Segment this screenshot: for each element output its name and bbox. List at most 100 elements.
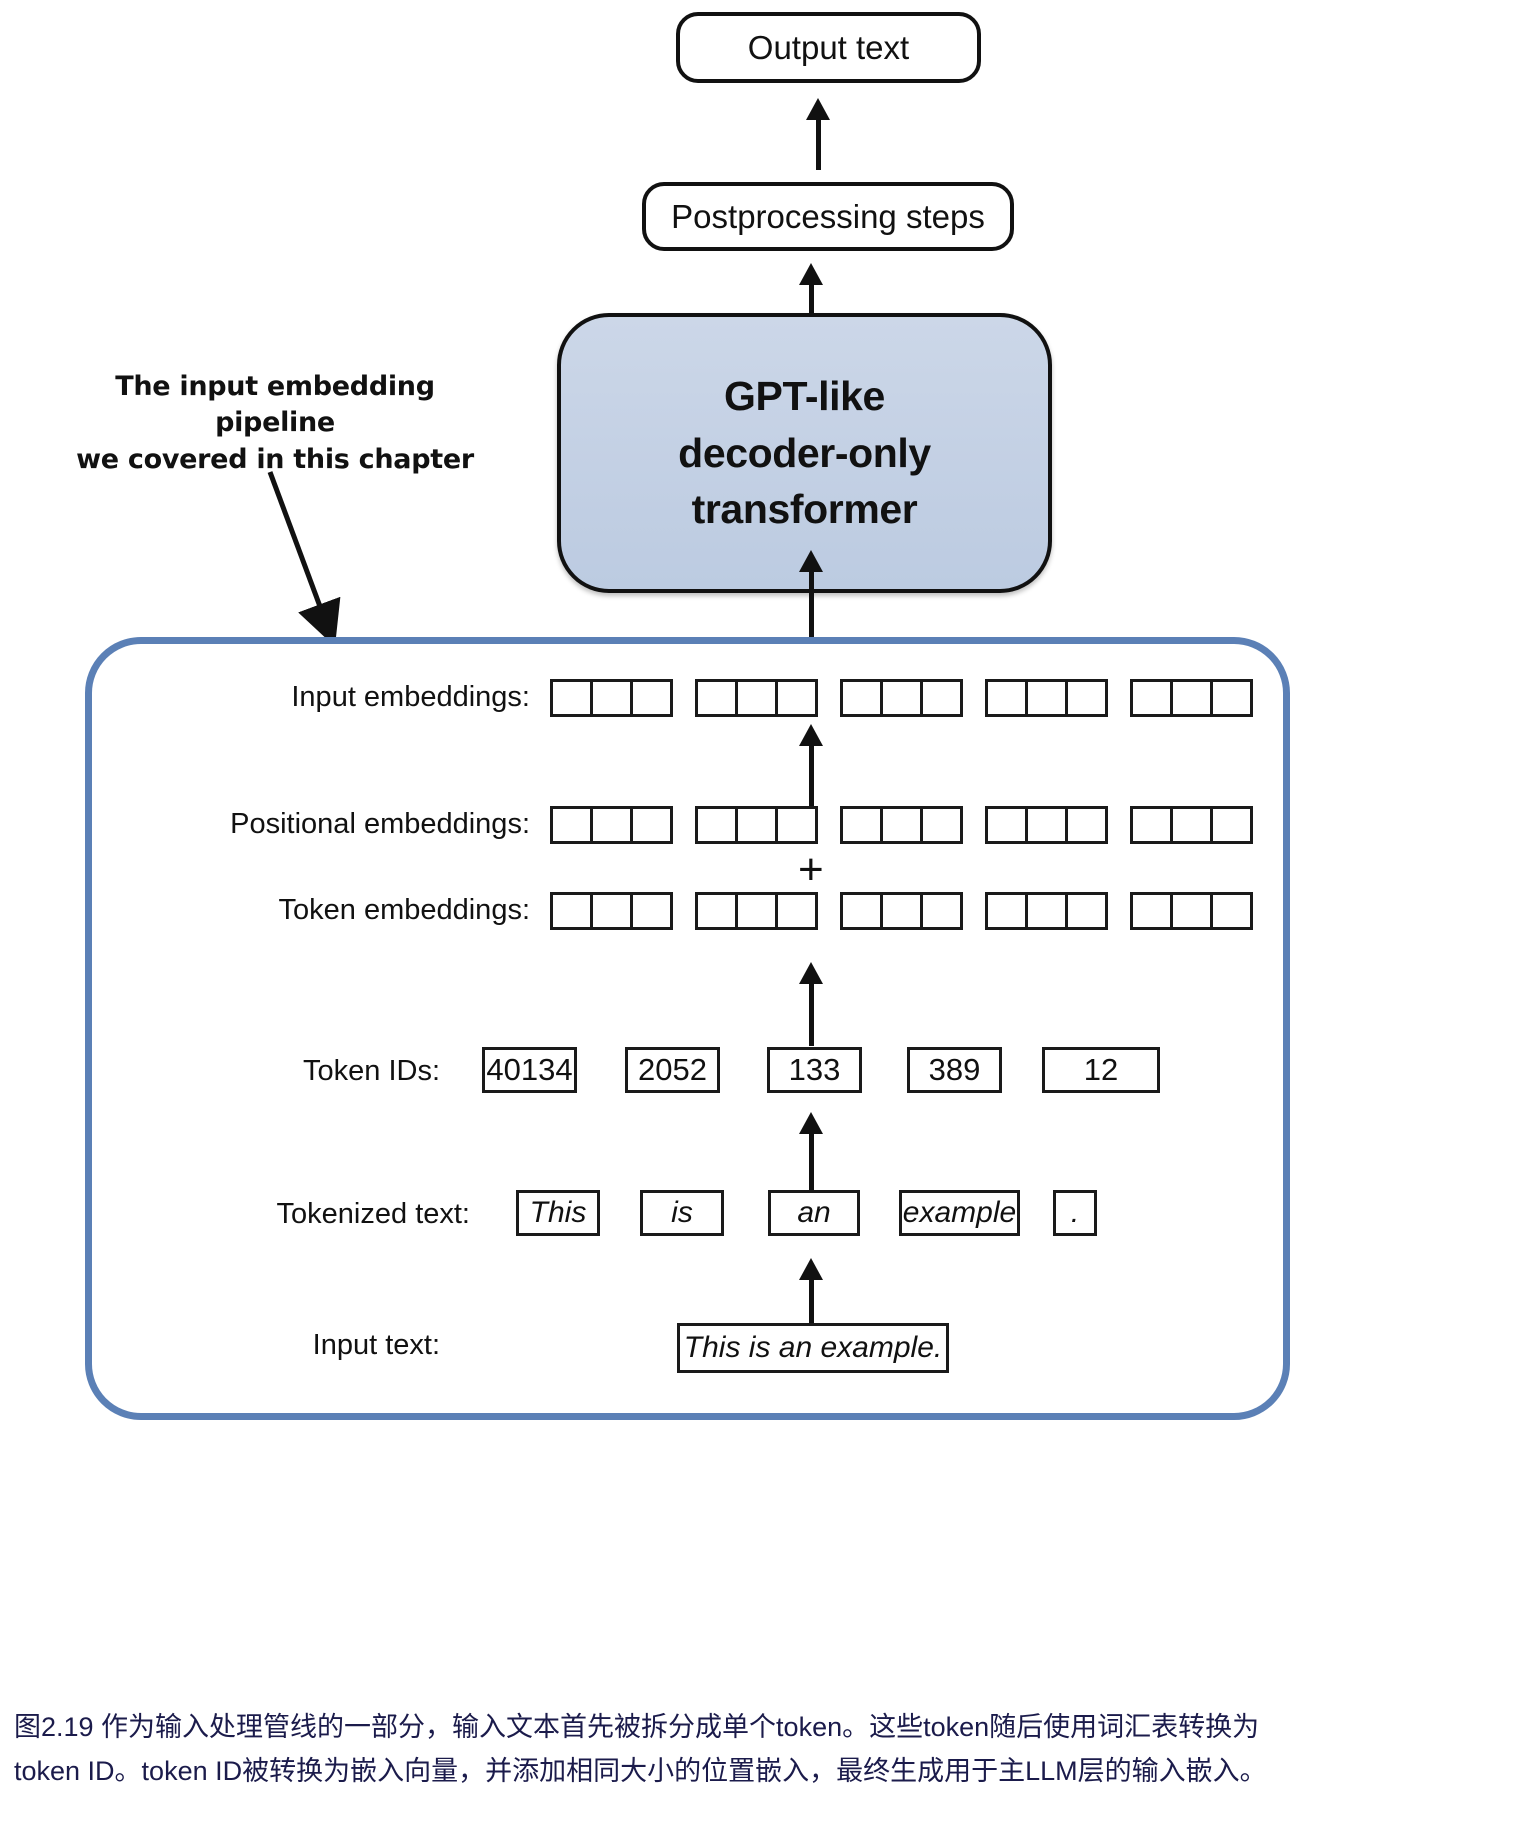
embedding-cell [1025,892,1068,930]
embedding-cell [920,892,963,930]
row-label-tokenized-text: Tokenized text: [276,1198,470,1230]
embedding-cell [1065,892,1108,930]
embedding-cell [695,806,738,844]
embedding-cell [590,892,633,930]
arrow-shaft [808,563,814,660]
row-label-positional-embeddings: Positional embeddings: [230,808,530,840]
embedding-group [985,806,1108,844]
token-box: example [899,1190,1020,1236]
arrowhead-icon [806,98,830,120]
annotation-arrow-icon [267,471,341,647]
embedding-cell [735,679,778,717]
embedding-group [985,679,1108,717]
transformer-label-line2: decoder-only [678,429,931,476]
embedding-cell [695,679,738,717]
row-label-input-embeddings: Input embeddings: [291,681,530,713]
input-text-box: This is an example. [677,1323,949,1373]
embedding-cell [1210,806,1253,844]
token-embeddings-cells [550,892,1253,930]
embedding-cell [1170,806,1213,844]
arrow-shaft [808,737,814,810]
postprocessing-steps-label: Postprocessing steps [671,197,985,235]
embedding-group [1130,679,1253,717]
embedding-cell [590,806,633,844]
embedding-cell [1130,892,1173,930]
arrowhead-icon [799,263,823,285]
embedding-group [550,679,673,717]
embedding-cell [550,892,593,930]
caption-line2: token ID。token ID被转换为嵌入向量，并添加相同大小的位置嵌入，最… [14,1755,1267,1786]
row-label-token-ids: Token IDs: [303,1055,440,1087]
embedding-cell [1065,679,1108,717]
embedding-cell [1210,892,1253,930]
plus-operator: + [798,845,824,894]
embedding-cell [695,892,738,930]
embedding-group [1130,892,1253,930]
embedding-cell [1025,679,1068,717]
embedding-cell [550,806,593,844]
transformer-label-line1: GPT-like [724,373,885,420]
arrow-shaft [808,276,814,321]
positional-embeddings-cells [550,806,1253,844]
arrowhead-icon [799,962,823,984]
arrowhead-icon [799,550,823,572]
embedding-group [840,679,963,717]
token-box: This [516,1190,600,1236]
token-id-box: 133 [767,1047,862,1093]
embedding-cell [880,679,923,717]
embedding-group [550,806,673,844]
embedding-cell [775,679,818,717]
embedding-cell [985,806,1028,844]
embedding-cell [1170,892,1213,930]
arrow-shaft [808,1125,814,1194]
embedding-cell [735,892,778,930]
embedding-cell [920,806,963,844]
embedding-group [840,806,963,844]
embedding-group [985,892,1108,930]
transformer-label: GPT-like decoder-only transformer [678,368,931,538]
embedding-cell [630,806,673,844]
embedding-cell [775,892,818,930]
embedding-cell [630,679,673,717]
arrowhead-icon [799,1258,823,1280]
postprocessing-steps-box: Postprocessing steps [642,182,1014,251]
embedding-cell [550,679,593,717]
embedding-cell [630,892,673,930]
caption-line1: 图2.19 作为输入处理管线的一部分，输入文本首先被拆分成单个token。这些t… [14,1712,1260,1742]
row-label-token-embeddings: Token embeddings: [278,894,531,926]
embedding-cell [735,806,778,844]
embedding-cell [590,679,633,717]
row-label-input-text: Input text: [312,1329,440,1361]
embedding-cell [1210,679,1253,717]
token-id-box: 2052 [625,1047,720,1093]
arrow-shaft [808,975,814,1046]
token-box: . [1053,1190,1097,1236]
embedding-cell [1065,806,1108,844]
embedding-cell [840,806,883,844]
embedding-group [840,892,963,930]
arrowhead-icon [799,724,823,746]
figure-caption: 图2.19 作为输入处理管线的一部分，输入文本首先被拆分成单个token。这些t… [14,1706,1504,1793]
arrow-shaft [815,111,821,170]
embedding-cell [1025,806,1068,844]
input-embeddings-cells [550,679,1253,717]
token-id-box: 389 [907,1047,1002,1093]
annotation-line2: we covered in this chapter [76,443,474,475]
embedding-cell [1170,679,1213,717]
embedding-group [695,679,818,717]
transformer-label-line3: transformer [691,486,918,533]
arrow-shaft [808,1271,814,1338]
embedding-cell [1130,679,1173,717]
token-box: an [768,1190,860,1236]
gpt-decoder-transformer-box: GPT-like decoder-only transformer [557,313,1052,593]
embedding-group [1130,806,1253,844]
embedding-group [550,892,673,930]
embedding-cell [840,679,883,717]
annotation-callout: The input embedding pipeline we covered … [75,369,475,478]
embedding-cell [985,892,1028,930]
annotation-line1: The input embedding pipeline [115,371,435,439]
token-id-box: 12 [1042,1047,1160,1093]
input-embedding-pipeline-container [85,637,1290,1420]
token-box: is [640,1190,724,1236]
embedding-cell [920,679,963,717]
